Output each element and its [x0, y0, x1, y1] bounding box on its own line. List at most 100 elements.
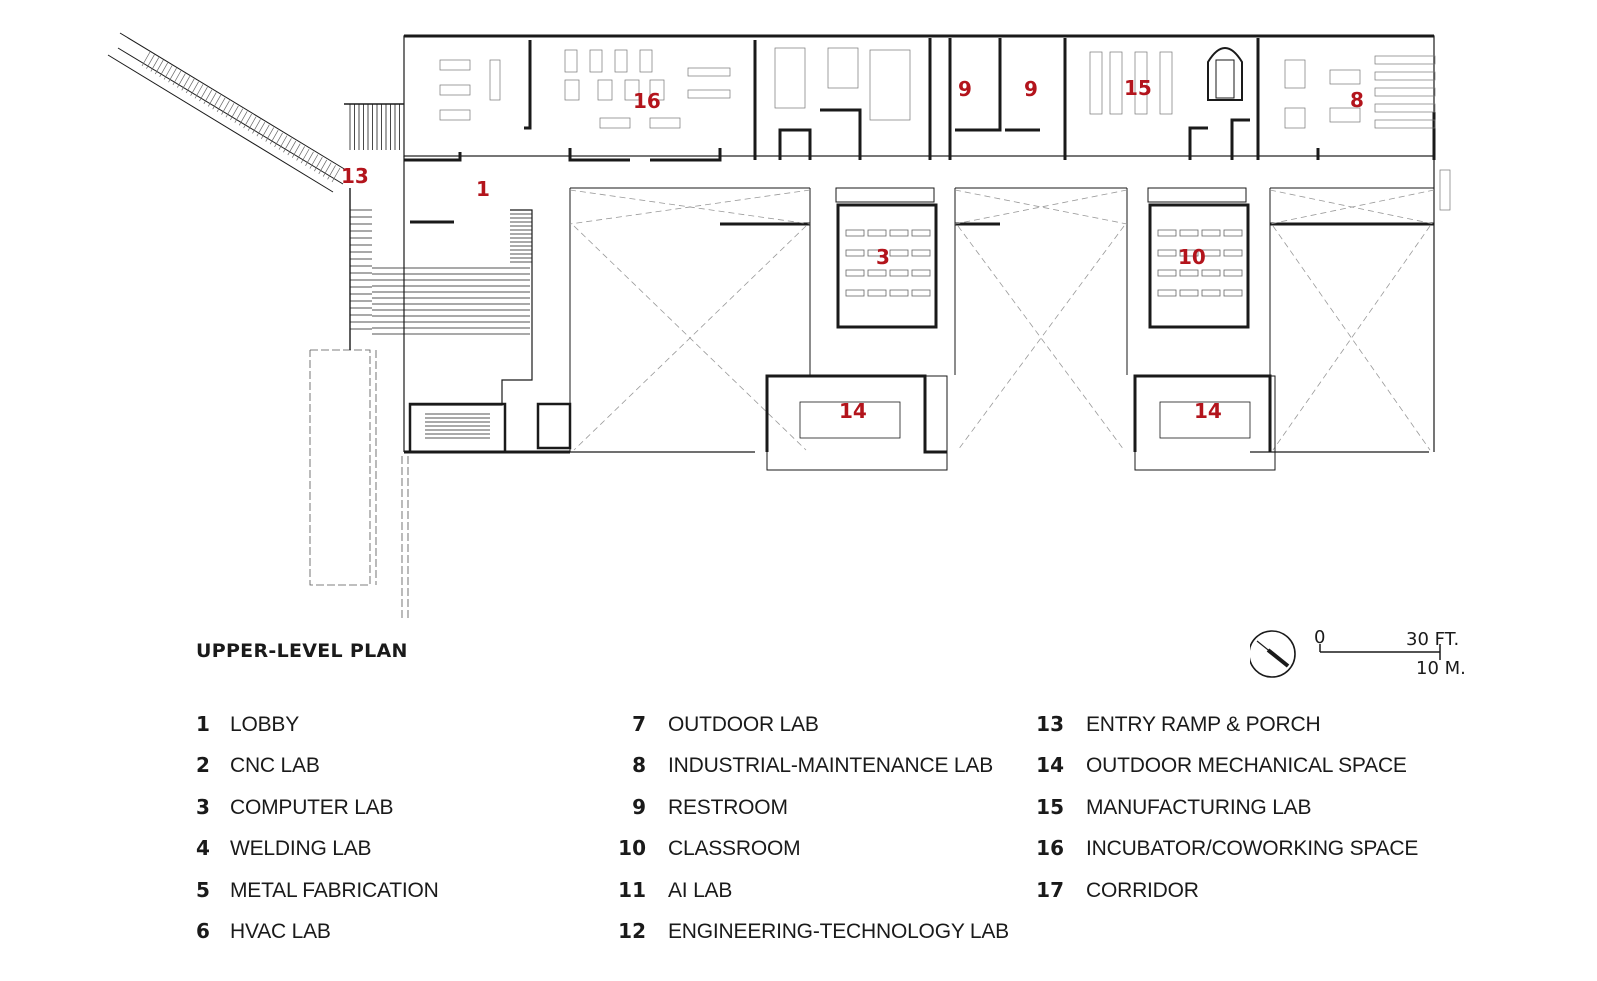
legend-item: 17 CORRIDOR: [1024, 878, 1418, 919]
ramp-hatch-line: [274, 132, 283, 148]
ramp-hatch-line: [207, 92, 217, 107]
desk: [1179, 289, 1199, 297]
room-tag-9-left: 9: [958, 77, 972, 101]
legend-number: 17: [1036, 877, 1064, 902]
furniture-block: [687, 89, 731, 99]
furniture-block: [649, 79, 665, 101]
furniture-block: [827, 47, 859, 89]
legend-item: 5 METAL FABRICATION: [196, 878, 439, 919]
legend-number: 2: [196, 753, 210, 778]
desk: [1223, 229, 1243, 237]
desk: [911, 289, 931, 297]
room-tags: 13 1 16 9 9 15 8 3 10 14 14: [341, 76, 1364, 423]
open-courtyards: [569, 189, 1435, 451]
room-tag-10: 10: [1178, 245, 1206, 269]
desk: [1157, 269, 1177, 277]
ramp-hatch-line: [309, 154, 319, 169]
pod-computer-lab: [835, 187, 938, 329]
ramp-hatch-line: [185, 78, 195, 94]
furniture-block: [1374, 103, 1436, 113]
ramp-hatch-line: [287, 140, 297, 156]
scale-bar: 0 30 FT. 10 M.: [1250, 630, 1466, 679]
ramp-hatch-line: [238, 111, 248, 126]
scale-line: [1319, 644, 1441, 660]
legend-item: 11 AI LAB: [606, 878, 1009, 919]
legend-number: 15: [1036, 794, 1064, 819]
legend-label: HVAC LAB: [230, 919, 331, 943]
legend-label: METAL FABRICATION: [230, 878, 439, 902]
mech-space-right: [1133, 374, 1276, 471]
legend-label: CORRIDOR: [1086, 878, 1199, 902]
furniture-block: [1439, 169, 1451, 211]
room-tag-1: 1: [476, 177, 490, 201]
ramp-hatch-line: [327, 165, 336, 180]
scale-meters: 10 M.: [1416, 658, 1466, 679]
ramp-hatch-line: [318, 159, 328, 175]
desk: [1223, 289, 1243, 297]
desk: [1179, 269, 1199, 277]
desk: [845, 289, 865, 297]
ramp-hatch-line: [181, 76, 191, 91]
north-wing-furniture: [439, 47, 1451, 211]
legend-label: CLASSROOM: [668, 837, 801, 861]
legend-label: AI LAB: [668, 878, 733, 902]
desk: [911, 269, 931, 277]
furniture-block: [1374, 55, 1436, 65]
desk: [867, 249, 887, 257]
desk: [911, 249, 931, 257]
furniture-block: [869, 49, 911, 121]
legend-number: 13: [1036, 712, 1064, 736]
legend-number: 1: [196, 712, 210, 736]
lobby-stair: [372, 209, 532, 439]
ramp-hatch-line: [168, 68, 177, 83]
legend-label: ENGINEERING-TECHNOLOGY LAB: [668, 919, 1009, 943]
corridor-heavy: [410, 220, 1434, 226]
furniture-block: [624, 79, 640, 101]
desk: [867, 289, 887, 297]
ramp-hatch-line: [283, 138, 292, 153]
furniture-block: [439, 109, 471, 121]
ramp-hatch-line: [314, 157, 323, 172]
furniture-block: [564, 49, 578, 73]
ramp-hatch-line: [177, 73, 186, 88]
furniture-block: [1284, 59, 1306, 89]
furniture-block: [1159, 51, 1173, 115]
legend-number: 5: [196, 877, 210, 902]
ramp-hatch-line: [260, 124, 270, 140]
ramp-hatch-line: [154, 59, 164, 75]
corridor-lines: [569, 187, 1434, 452]
furniture-block: [439, 84, 471, 96]
porch-stairs: [349, 104, 400, 330]
ramp-hatch-line: [212, 94, 222, 110]
scale-feet: 30 FT.: [1406, 630, 1459, 650]
legend-label: LOBBY: [230, 713, 300, 736]
desk: [1201, 289, 1221, 297]
legend-number: 11: [618, 877, 646, 902]
ramp-hatch-line: [331, 167, 341, 183]
ramp-hatch-line: [150, 57, 160, 72]
desk: [1179, 229, 1199, 237]
east-walkway: [309, 349, 409, 620]
desk-rows: [845, 229, 1243, 297]
lobby-walls: [404, 209, 572, 454]
legend-label: INDUSTRIAL-MAINTENANCE LAB: [668, 754, 994, 778]
desk: [1179, 249, 1199, 257]
ramp-hatch: [141, 51, 341, 183]
furniture-block: [1374, 87, 1436, 97]
furniture-block: [649, 117, 681, 129]
ramp-hatch-line: [234, 108, 244, 123]
ramp-hatch-line: [291, 143, 301, 158]
desk: [889, 229, 909, 237]
furniture-block: [589, 49, 603, 73]
furniture-block: [1374, 119, 1436, 129]
furniture-block: [639, 49, 653, 73]
ramp-hatch-line: [141, 51, 151, 67]
legend-label: COMPUTER LAB: [230, 795, 394, 819]
legend-label: ENTRY RAMP & PORCH: [1086, 713, 1321, 736]
ramp-hatch-line: [194, 84, 204, 99]
